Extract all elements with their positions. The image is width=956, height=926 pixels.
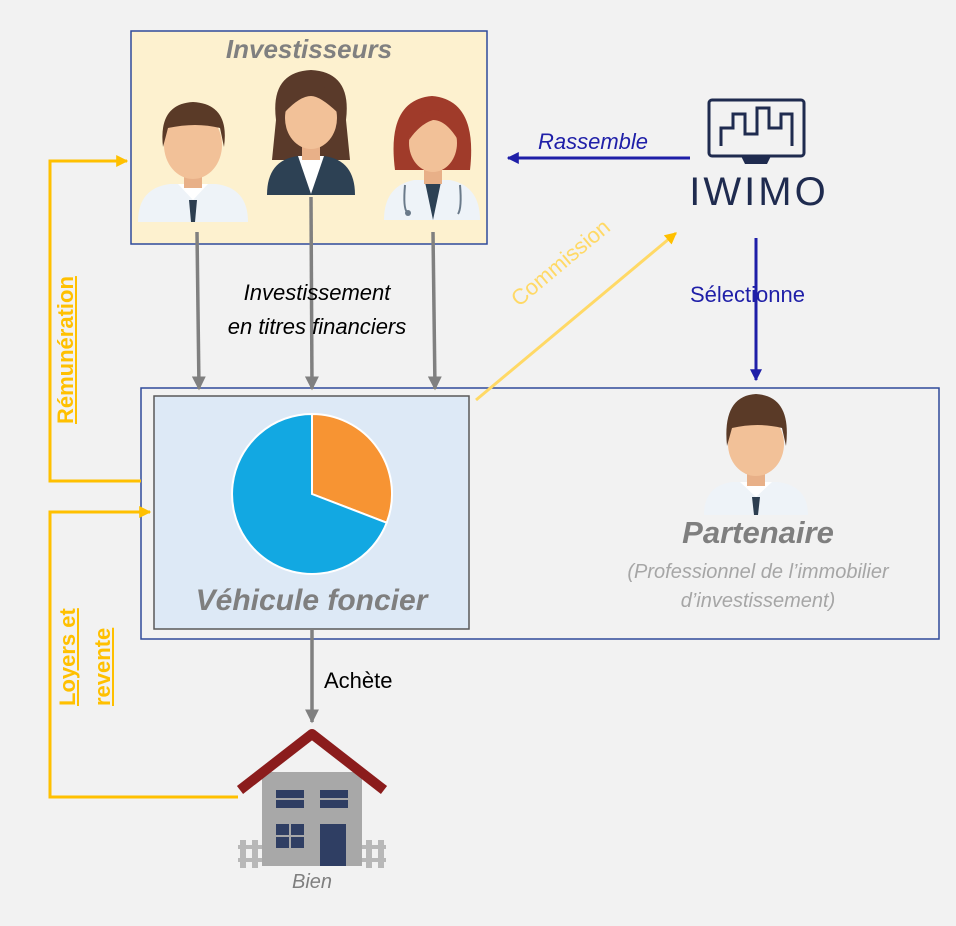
investor-doctor-icon <box>384 96 480 220</box>
pie-slice-blue <box>231 412 388 575</box>
investment-arrow-left <box>191 231 206 391</box>
investment-arrow-middle <box>304 196 319 391</box>
iwimo-logo-icon <box>707 98 806 164</box>
partner-subtitle-line2: d’investissement) <box>680 590 836 612</box>
iwimo-brand-text: IWIMO <box>689 170 829 214</box>
gathers-label: Rassemble <box>538 129 649 154</box>
investors-title: Investisseurs <box>225 34 393 64</box>
vehicle-pie-chart <box>231 412 394 575</box>
partner-avatar-icon <box>704 394 808 515</box>
commission-arrow <box>475 231 677 402</box>
rents-arrow <box>48 506 238 799</box>
partner-title: Partenaire <box>682 515 834 550</box>
investment-arrow-right <box>427 231 442 391</box>
partner-subtitle-line1: (Professionnel de l’immobilier <box>627 561 889 583</box>
investment-label-line2: en titres financiers <box>227 314 407 339</box>
remuneration-arrow <box>48 155 141 483</box>
remuneration-label: Rémunération <box>53 276 78 424</box>
selects-label: Sélectionne <box>690 282 805 307</box>
investor-man-icon <box>138 102 248 222</box>
investor-woman-icon <box>267 70 355 195</box>
vehicle-label: Véhicule foncier <box>195 584 428 617</box>
rents-label-line2: revente <box>90 627 115 706</box>
investment-label-line1: Investissement <box>243 280 391 305</box>
pie-slice-orange <box>311 412 394 524</box>
buys-label: Achète <box>324 668 393 693</box>
property-label: Bien <box>291 871 333 893</box>
house-icon <box>236 729 388 868</box>
rents-label-line1: Loyers et <box>55 608 80 706</box>
